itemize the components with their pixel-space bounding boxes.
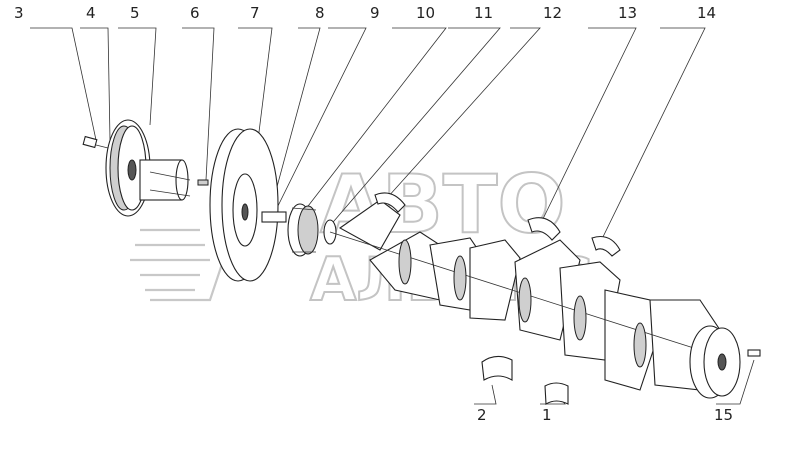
callout-10: 10 bbox=[416, 4, 435, 22]
callout-5: 5 bbox=[130, 4, 140, 22]
callout-14: 14 bbox=[697, 4, 716, 22]
rear-flange bbox=[689, 325, 741, 399]
callout-1: 1 bbox=[542, 406, 552, 424]
front-bolt bbox=[82, 135, 113, 150]
crank-gear-assembly bbox=[261, 203, 337, 257]
lower-bearing-shells bbox=[481, 355, 569, 405]
vibration-damper bbox=[209, 128, 279, 282]
callout-12: 12 bbox=[543, 4, 562, 22]
callout-numbers: 3 4 5 6 7 8 9 10 11 12 13 14 2 1 15 bbox=[14, 4, 733, 424]
rear-pin bbox=[747, 349, 761, 357]
crankshaft bbox=[329, 199, 721, 391]
callout-3: 3 bbox=[14, 4, 24, 22]
callout-7: 7 bbox=[250, 4, 260, 22]
callout-6: 6 bbox=[190, 4, 200, 22]
callout-4: 4 bbox=[86, 4, 96, 22]
callout-9: 9 bbox=[370, 4, 380, 22]
callout-2: 2 bbox=[477, 406, 487, 424]
leader-lines bbox=[30, 27, 755, 405]
callout-8: 8 bbox=[315, 4, 325, 22]
crankshaft-pulley bbox=[105, 119, 191, 217]
dowel-pin bbox=[197, 179, 209, 186]
callout-11: 11 bbox=[474, 4, 493, 22]
upper-bearing-shells bbox=[374, 192, 621, 257]
callout-13: 13 bbox=[618, 4, 637, 22]
callout-15: 15 bbox=[714, 406, 733, 424]
